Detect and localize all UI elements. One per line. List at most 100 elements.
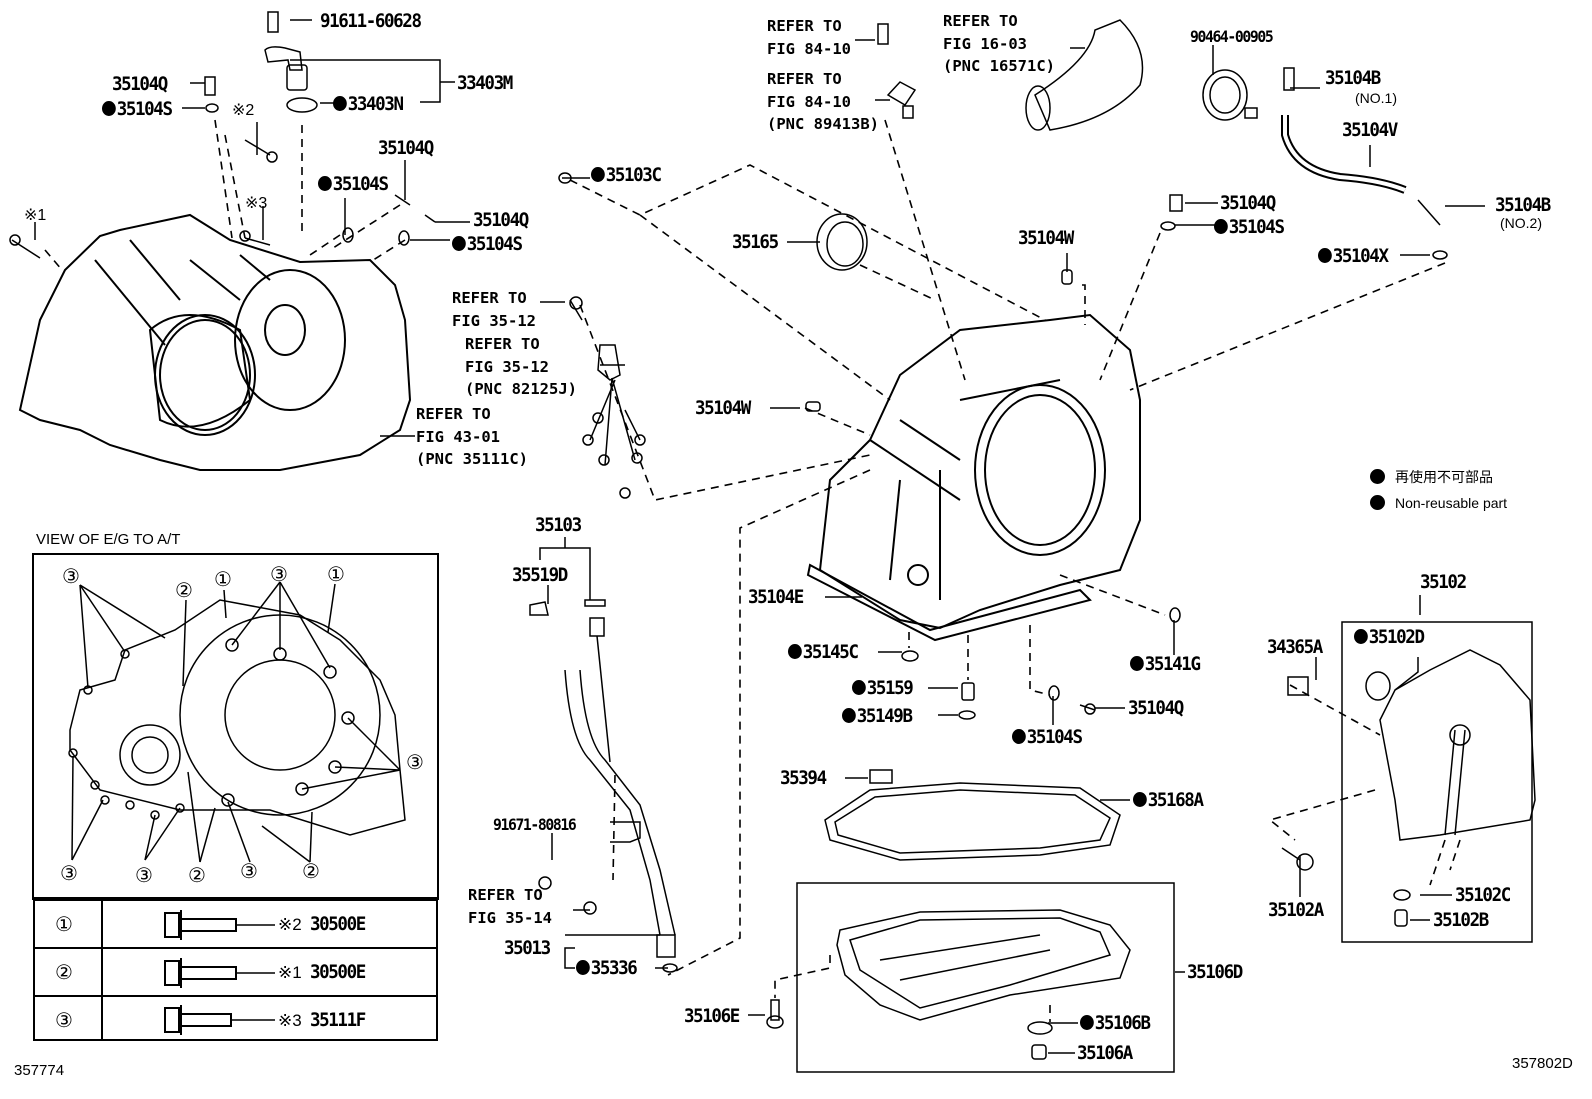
reference-fig-35-14[interactable]: REFER TO FIG 35-14 — [468, 886, 552, 927]
inset-callout: ② — [302, 859, 320, 883]
legend-item-en: Non-reusable part — [1370, 490, 1507, 516]
bolt-part-number[interactable]: 30500E — [310, 961, 366, 983]
part-label-35103C[interactable]: 35103C — [591, 165, 662, 185]
bolt-mark: ※1 — [278, 963, 302, 982]
leader-lines — [34, 19, 1485, 1054]
transaxle-case-center — [806, 313, 1141, 642]
reference-fig-35-12-bolt[interactable]: REFER TO FIG 35-12 — [452, 289, 536, 330]
inset-callout: ③ — [270, 562, 288, 586]
part-label-35106D[interactable]: 35106D — [1187, 961, 1243, 983]
non-reusable-dot-icon — [1370, 469, 1385, 484]
inset-callout: ② — [175, 578, 193, 602]
part-label-33403N[interactable]: 33403N — [333, 94, 404, 114]
part-label-90464-00905[interactable]: 90464-00905 — [1190, 27, 1274, 46]
part-label-35106A[interactable]: 35106A — [1077, 1042, 1133, 1064]
bolt-table-row: ① ※2 30500E — [35, 899, 436, 947]
bolt-mark-2: ※2 — [232, 102, 255, 119]
part-label-35104Q[interactable]: 35104Q — [473, 209, 529, 231]
reference-fig-84-10-bolt[interactable]: REFER TO FIG 84-10 — [767, 17, 851, 58]
bolt-mark-3: ※3 — [245, 195, 268, 212]
bolt-part-number[interactable]: 30500E — [310, 913, 366, 935]
non-reusable-dot-icon — [1354, 629, 1368, 644]
part-label-33403M[interactable]: 33403M — [457, 72, 513, 94]
transaxle-housing-left — [18, 213, 412, 471]
part-label-91671-80816[interactable]: 91671-80816 — [493, 815, 577, 834]
reference-fig-84-10-sensor[interactable]: REFER TO FIG 84-10 (PNC 89413B) — [767, 70, 879, 133]
wire-harness — [569, 296, 646, 499]
bolt-mark: ※3 — [278, 1011, 302, 1030]
bolt-table-row: ③ ※3 35111F — [35, 995, 436, 1043]
non-reusable-dot-icon — [1214, 219, 1228, 234]
part-label-35104Q[interactable]: 35104Q — [1220, 192, 1276, 214]
part-label-35104Q[interactable]: 35104Q — [1128, 697, 1184, 719]
part-label-35102D[interactable]: 35102D — [1354, 627, 1425, 647]
bolt-ref: ① — [55, 912, 73, 936]
part-label-35104V[interactable]: 35104V — [1342, 119, 1398, 141]
inset-callout: ③ — [62, 564, 80, 588]
part-label-35103[interactable]: 35103 — [535, 514, 582, 536]
part-label-34365A[interactable]: 34365A — [1267, 636, 1323, 658]
bolt-mark: ※2 — [278, 915, 302, 934]
part-label-35149B[interactable]: 35149B — [842, 706, 913, 726]
seal-and-hose-parts — [805, 19, 1448, 412]
part-label-35104S[interactable]: 35104S — [1012, 727, 1083, 747]
part-label-35145C[interactable]: 35145C — [788, 642, 859, 662]
part-label-35104B-no2[interactable]: 35104B — [1495, 194, 1551, 216]
bolt-table-row: ② ※1 30500E — [35, 947, 436, 995]
part-label-35165[interactable]: 35165 — [732, 231, 779, 253]
part-label-35104S[interactable]: 35104S — [318, 174, 389, 194]
part-label-35104W[interactable]: 35104W — [695, 397, 751, 419]
figure-code-left: 357774 — [14, 1062, 65, 1079]
part-label-35104Q[interactable]: 35104Q — [378, 137, 434, 159]
figure-code-right: 357802D — [1512, 1055, 1573, 1072]
part-label-35104S[interactable]: 35104S — [102, 99, 173, 119]
part-label-35104E[interactable]: 35104E — [748, 586, 804, 608]
part-label-35104B-no1[interactable]: 35104B — [1325, 67, 1381, 89]
bolt-part-number[interactable]: 35111F — [310, 1009, 366, 1031]
part-label-91611-60628[interactable]: 91611-60628 — [320, 10, 422, 32]
part-label-35104X[interactable]: 35104X — [1318, 246, 1389, 266]
bolt-table: ① ※2 30500E ② ※1 30500E ③ ※3 35111F — [33, 897, 438, 1041]
part-label-35104S[interactable]: 35104S — [452, 234, 523, 254]
bolt-table-icons — [164, 910, 275, 1035]
non-reusable-dot-icon — [1012, 729, 1026, 744]
part-label-35394[interactable]: 35394 — [780, 767, 827, 789]
part-label-35104S[interactable]: 35104S — [1214, 217, 1285, 237]
non-reusable-dot-icon — [576, 960, 590, 975]
inset-callout: ① — [327, 562, 345, 586]
non-reusable-dot-icon — [591, 167, 605, 182]
inset-title: VIEW OF E/G TO A/T — [36, 531, 181, 548]
side-cover-group — [1281, 621, 1536, 943]
bolt-mark-1: ※1 — [24, 207, 47, 224]
part-label-35336[interactable]: 35336 — [576, 958, 638, 978]
part-label-35104W[interactable]: 35104W — [1018, 227, 1074, 249]
part-label-35102[interactable]: 35102 — [1420, 571, 1467, 593]
non-reusable-dot-icon — [788, 644, 802, 659]
part-label-35168A[interactable]: 35168A — [1133, 790, 1204, 810]
part-label-35159[interactable]: 35159 — [852, 678, 914, 698]
reference-fig-35-12-harness[interactable]: REFER TO FIG 35-12 (PNC 82125J) — [465, 335, 577, 398]
part-label-35104Q[interactable]: 35104Q — [112, 73, 168, 95]
part-label-35102C[interactable]: 35102C — [1455, 884, 1511, 906]
part-label-35106E[interactable]: 35106E — [684, 1005, 740, 1027]
inset-callout: ③ — [406, 750, 424, 774]
non-reusable-dot-icon — [1318, 248, 1332, 263]
part-label-35102B[interactable]: 35102B — [1433, 909, 1489, 931]
inset-callout: ③ — [135, 863, 153, 887]
small-parts-top-left — [9, 11, 572, 259]
non-reusable-dot-icon — [333, 96, 347, 111]
part-label-35519D[interactable]: 35519D — [512, 564, 568, 586]
reference-fig-43-01[interactable]: REFER TO FIG 43-01 (PNC 35111C) — [416, 405, 528, 468]
non-reusable-dot-icon — [1130, 656, 1144, 671]
part-label-35106B[interactable]: 35106B — [1080, 1013, 1151, 1033]
part-label-35102A[interactable]: 35102A — [1268, 899, 1324, 921]
non-reusable-dot-icon — [852, 680, 866, 695]
inset-engine-view — [32, 553, 439, 900]
part-label-35141G[interactable]: 35141G — [1130, 654, 1201, 674]
part-label-35013[interactable]: 35013 — [504, 937, 551, 959]
pan-hardware — [824, 607, 1181, 861]
legend: 再使用不可部品 Non-reusable part — [1370, 464, 1507, 516]
reference-fig-16-03[interactable]: REFER TO FIG 16-03 (PNC 16571C) — [943, 12, 1055, 75]
inset-callout: ② — [188, 863, 206, 887]
